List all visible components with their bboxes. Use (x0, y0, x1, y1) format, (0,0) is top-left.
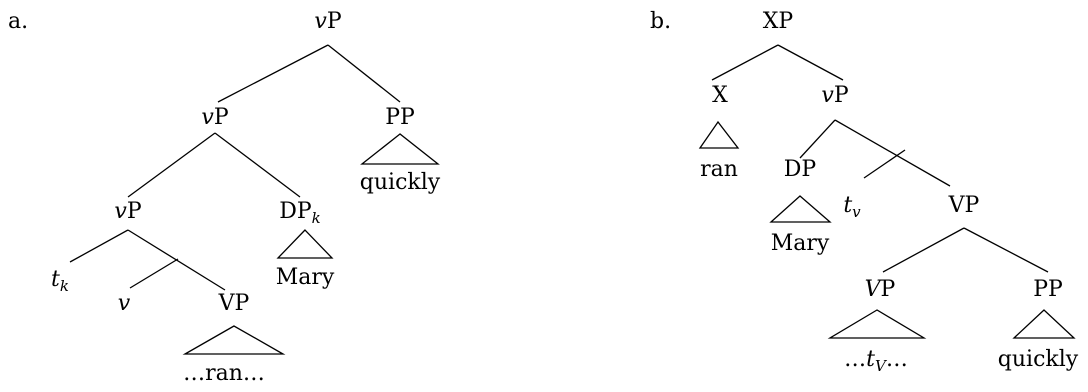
tree-b-vp-inner-content: …tV… (844, 347, 908, 375)
tree-a-dp-content: Mary (276, 265, 335, 290)
tree-a-vp-mid-node: vP (201, 105, 228, 130)
tree-a-dp-node: DPk (279, 199, 321, 227)
tree-b-label: b. (650, 9, 671, 34)
tree-b-vp-inner-node: VP (865, 277, 896, 302)
tree-b-vp-top-node: vP (821, 83, 848, 108)
tree-b-dp-node: DP (784, 157, 817, 182)
edge-vp-to-vp-inner (882, 227, 965, 273)
edge-vbar-to-trace-v (863, 149, 906, 179)
tree-a: a. vP vP PP quickly vP DPk Mary tk v VP … (8, 9, 441, 386)
edge-vbar-to-v (129, 258, 179, 289)
tree-b-vp-node: VP (948, 193, 980, 218)
tree-b-dp-content: Mary (771, 231, 830, 256)
tree-a-vp-node: VP (218, 291, 250, 316)
edge-root-to-vp-mid (217, 44, 329, 103)
tree-a-pp-triangle (360, 133, 440, 165)
tree-a-vp-low-node: vP (114, 199, 141, 224)
tree-a-dp-triangle (276, 229, 334, 259)
tree-a-pp-node: PP (385, 105, 415, 130)
tree-a-pp-content: quickly (360, 170, 441, 195)
tree-a-trace-node: tk (51, 267, 69, 295)
tree-b-dp-triangle (769, 195, 832, 223)
edge-xp-to-x (711, 44, 779, 81)
tree-b-pp-content: quickly (998, 347, 1079, 372)
tree-a-label: a. (8, 9, 28, 34)
tree-b-vp-inner-triangle (827, 309, 927, 339)
edge-vp-top-to-vbar (834, 119, 951, 187)
edge-vp-mid-to-vp-low (127, 132, 216, 198)
edge-root-to-pp (327, 44, 401, 103)
tree-b-pp-node: PP (1033, 277, 1063, 302)
tree-b: b. XP X ran vP DP Mary tv VP VP …tV… PP … (650, 9, 1079, 375)
tree-b-x-node: X (712, 83, 728, 108)
tree-b-pp-triangle (1012, 309, 1076, 339)
tree-a-root-node: vP (314, 9, 341, 34)
tree-b-trace-v-node: tv (843, 193, 861, 221)
tree-b-root-node: XP (763, 9, 794, 34)
tree-a-vp-triangle (182, 325, 286, 355)
edge-vp-mid-to-dp (214, 132, 301, 198)
edge-xp-to-vp-top (777, 44, 844, 81)
tree-b-x-content: ran (700, 157, 738, 182)
tree-a-vp-content: …ran… (183, 361, 265, 386)
edge-vp-to-pp (963, 227, 1049, 273)
edge-vp-low-to-trace (69, 229, 129, 263)
tree-a-v-head-node: v (118, 291, 131, 316)
edge-vp-top-to-dp (799, 119, 836, 159)
tree-b-x-triangle (698, 120, 740, 149)
